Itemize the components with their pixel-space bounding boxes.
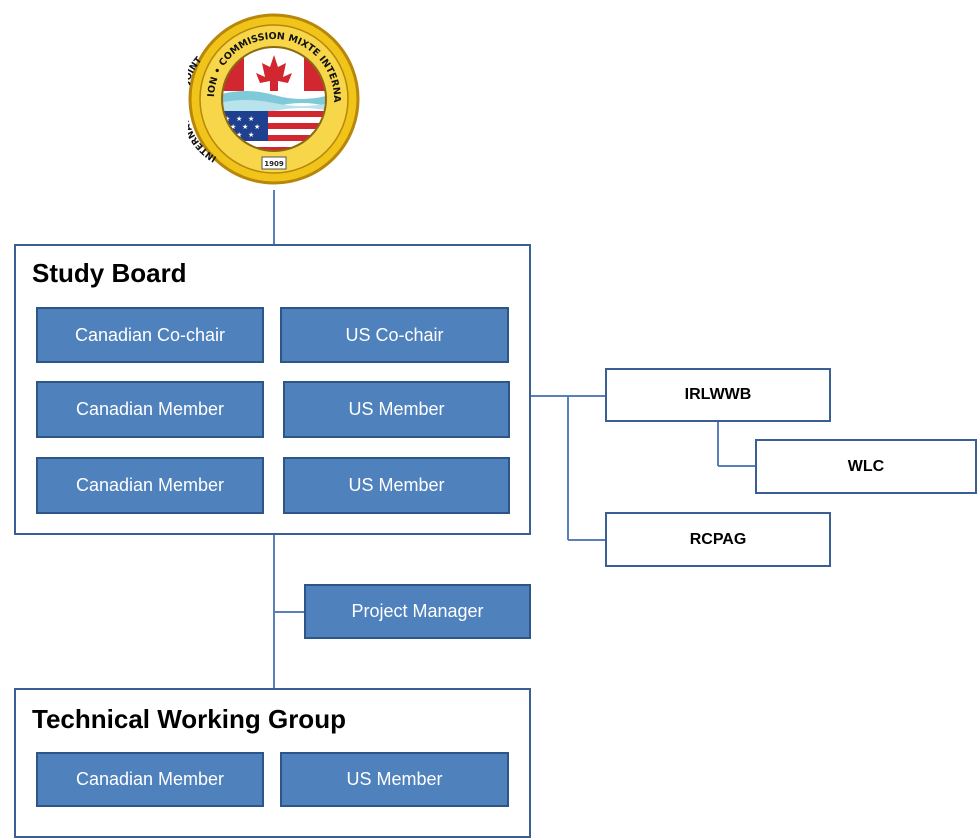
svg-text:★: ★ <box>248 131 254 139</box>
project-manager-box: Project Manager <box>304 584 531 639</box>
study-board-canadian-co-chair: Canadian Co-chair <box>36 307 264 363</box>
ijc-seal-logo: ★★★ ★★★ ★★★ 1909 COMMISSION • COMMISSION… <box>188 7 360 185</box>
study-board-canadian-member-2: Canadian Member <box>36 457 264 514</box>
study-board-us-co-chair: US Co-chair <box>280 307 509 363</box>
svg-text:★: ★ <box>230 123 236 131</box>
study-board-us-member-1: US Member <box>283 381 510 438</box>
twg-canadian-member: Canadian Member <box>36 752 264 807</box>
svg-text:★: ★ <box>236 115 242 123</box>
study-board-us-member-2: US Member <box>283 457 510 514</box>
study-board-canadian-member-1: Canadian Member <box>36 381 264 438</box>
svg-text:★: ★ <box>254 123 260 131</box>
study-board-title: Study Board <box>32 258 187 288</box>
svg-text:1909: 1909 <box>264 160 284 168</box>
technical-working-group-title: Technical Working Group <box>32 704 346 734</box>
svg-text:★: ★ <box>242 123 248 131</box>
svg-text:★: ★ <box>236 131 242 139</box>
twg-us-member: US Member <box>280 752 509 807</box>
svg-text:★: ★ <box>248 115 254 123</box>
irlwwb-box: IRLWWB <box>605 368 831 422</box>
wlc-box: WLC <box>755 439 977 494</box>
rcpag-box: RCPAG <box>605 512 831 567</box>
svg-text:★: ★ <box>224 115 230 123</box>
